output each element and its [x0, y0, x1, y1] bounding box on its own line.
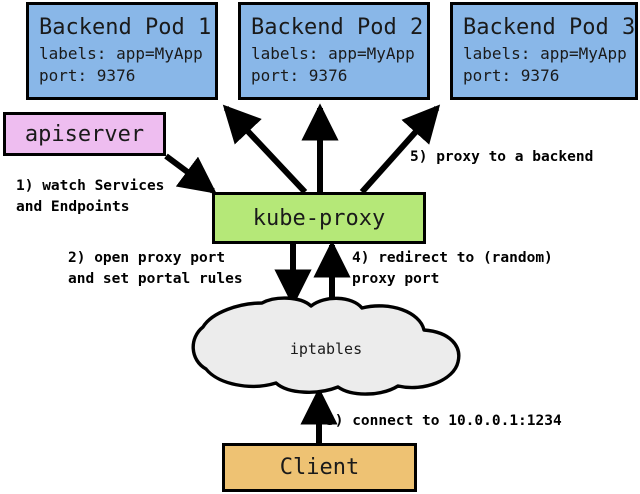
pod-2-title: Backend Pod 2 [251, 15, 424, 40]
arrow-apiserver-to-kubeproxy [164, 153, 217, 194]
pod-1-port: port: 9376 [39, 66, 136, 85]
node-backend-pod-2[interactable]: Backend Pod 2 labels: app=MyApp port: 93… [238, 2, 430, 100]
step-2-line-2: and set portal rules [68, 271, 243, 287]
step-2-line-1: 2) open proxy port [68, 250, 226, 266]
pod-1-title: Backend Pod 1 [39, 15, 212, 40]
step-1-line-1: 1) watch Services [16, 178, 165, 194]
step-5-line-1: 5) proxy to a backend [410, 149, 594, 165]
arrow-kubeproxy-to-pod3 [359, 104, 441, 194]
kube-proxy-label: kube-proxy [252, 205, 386, 231]
node-apiserver[interactable]: apiserver [3, 112, 166, 156]
iptables-cloud-shape [191, 296, 461, 396]
step-1-line-2: and Endpoints [16, 199, 130, 215]
client-label: Client [279, 455, 360, 480]
node-client[interactable]: Client [222, 443, 417, 492]
iptables-label: iptables [289, 340, 363, 358]
node-kube-proxy[interactable]: kube-proxy [212, 192, 426, 244]
pod-2-labels: labels: app=MyApp [251, 44, 415, 63]
pod-3-port: port: 9376 [463, 66, 560, 85]
step-4-line-2: proxy port [352, 271, 440, 287]
step-3-line-1: 3) connect to 10.0.0.1:1234 [326, 413, 562, 429]
apiserver-label: apiserver [24, 121, 145, 147]
pod-3-title: Backend Pod 3 [463, 15, 636, 40]
node-backend-pod-3[interactable]: Backend Pod 3 labels: app=MyApp port: 93… [450, 2, 638, 100]
pod-1-labels: labels: app=MyApp [39, 44, 203, 63]
step-4-line-1: 4) redirect to (random) [352, 250, 553, 266]
pod-2-port: port: 9376 [251, 66, 348, 85]
pod-3-labels: labels: app=MyApp [463, 44, 627, 63]
arrow-kubeproxy-to-pod1 [222, 104, 308, 195]
node-backend-pod-1[interactable]: Backend Pod 1 labels: app=MyApp port: 93… [26, 2, 218, 100]
